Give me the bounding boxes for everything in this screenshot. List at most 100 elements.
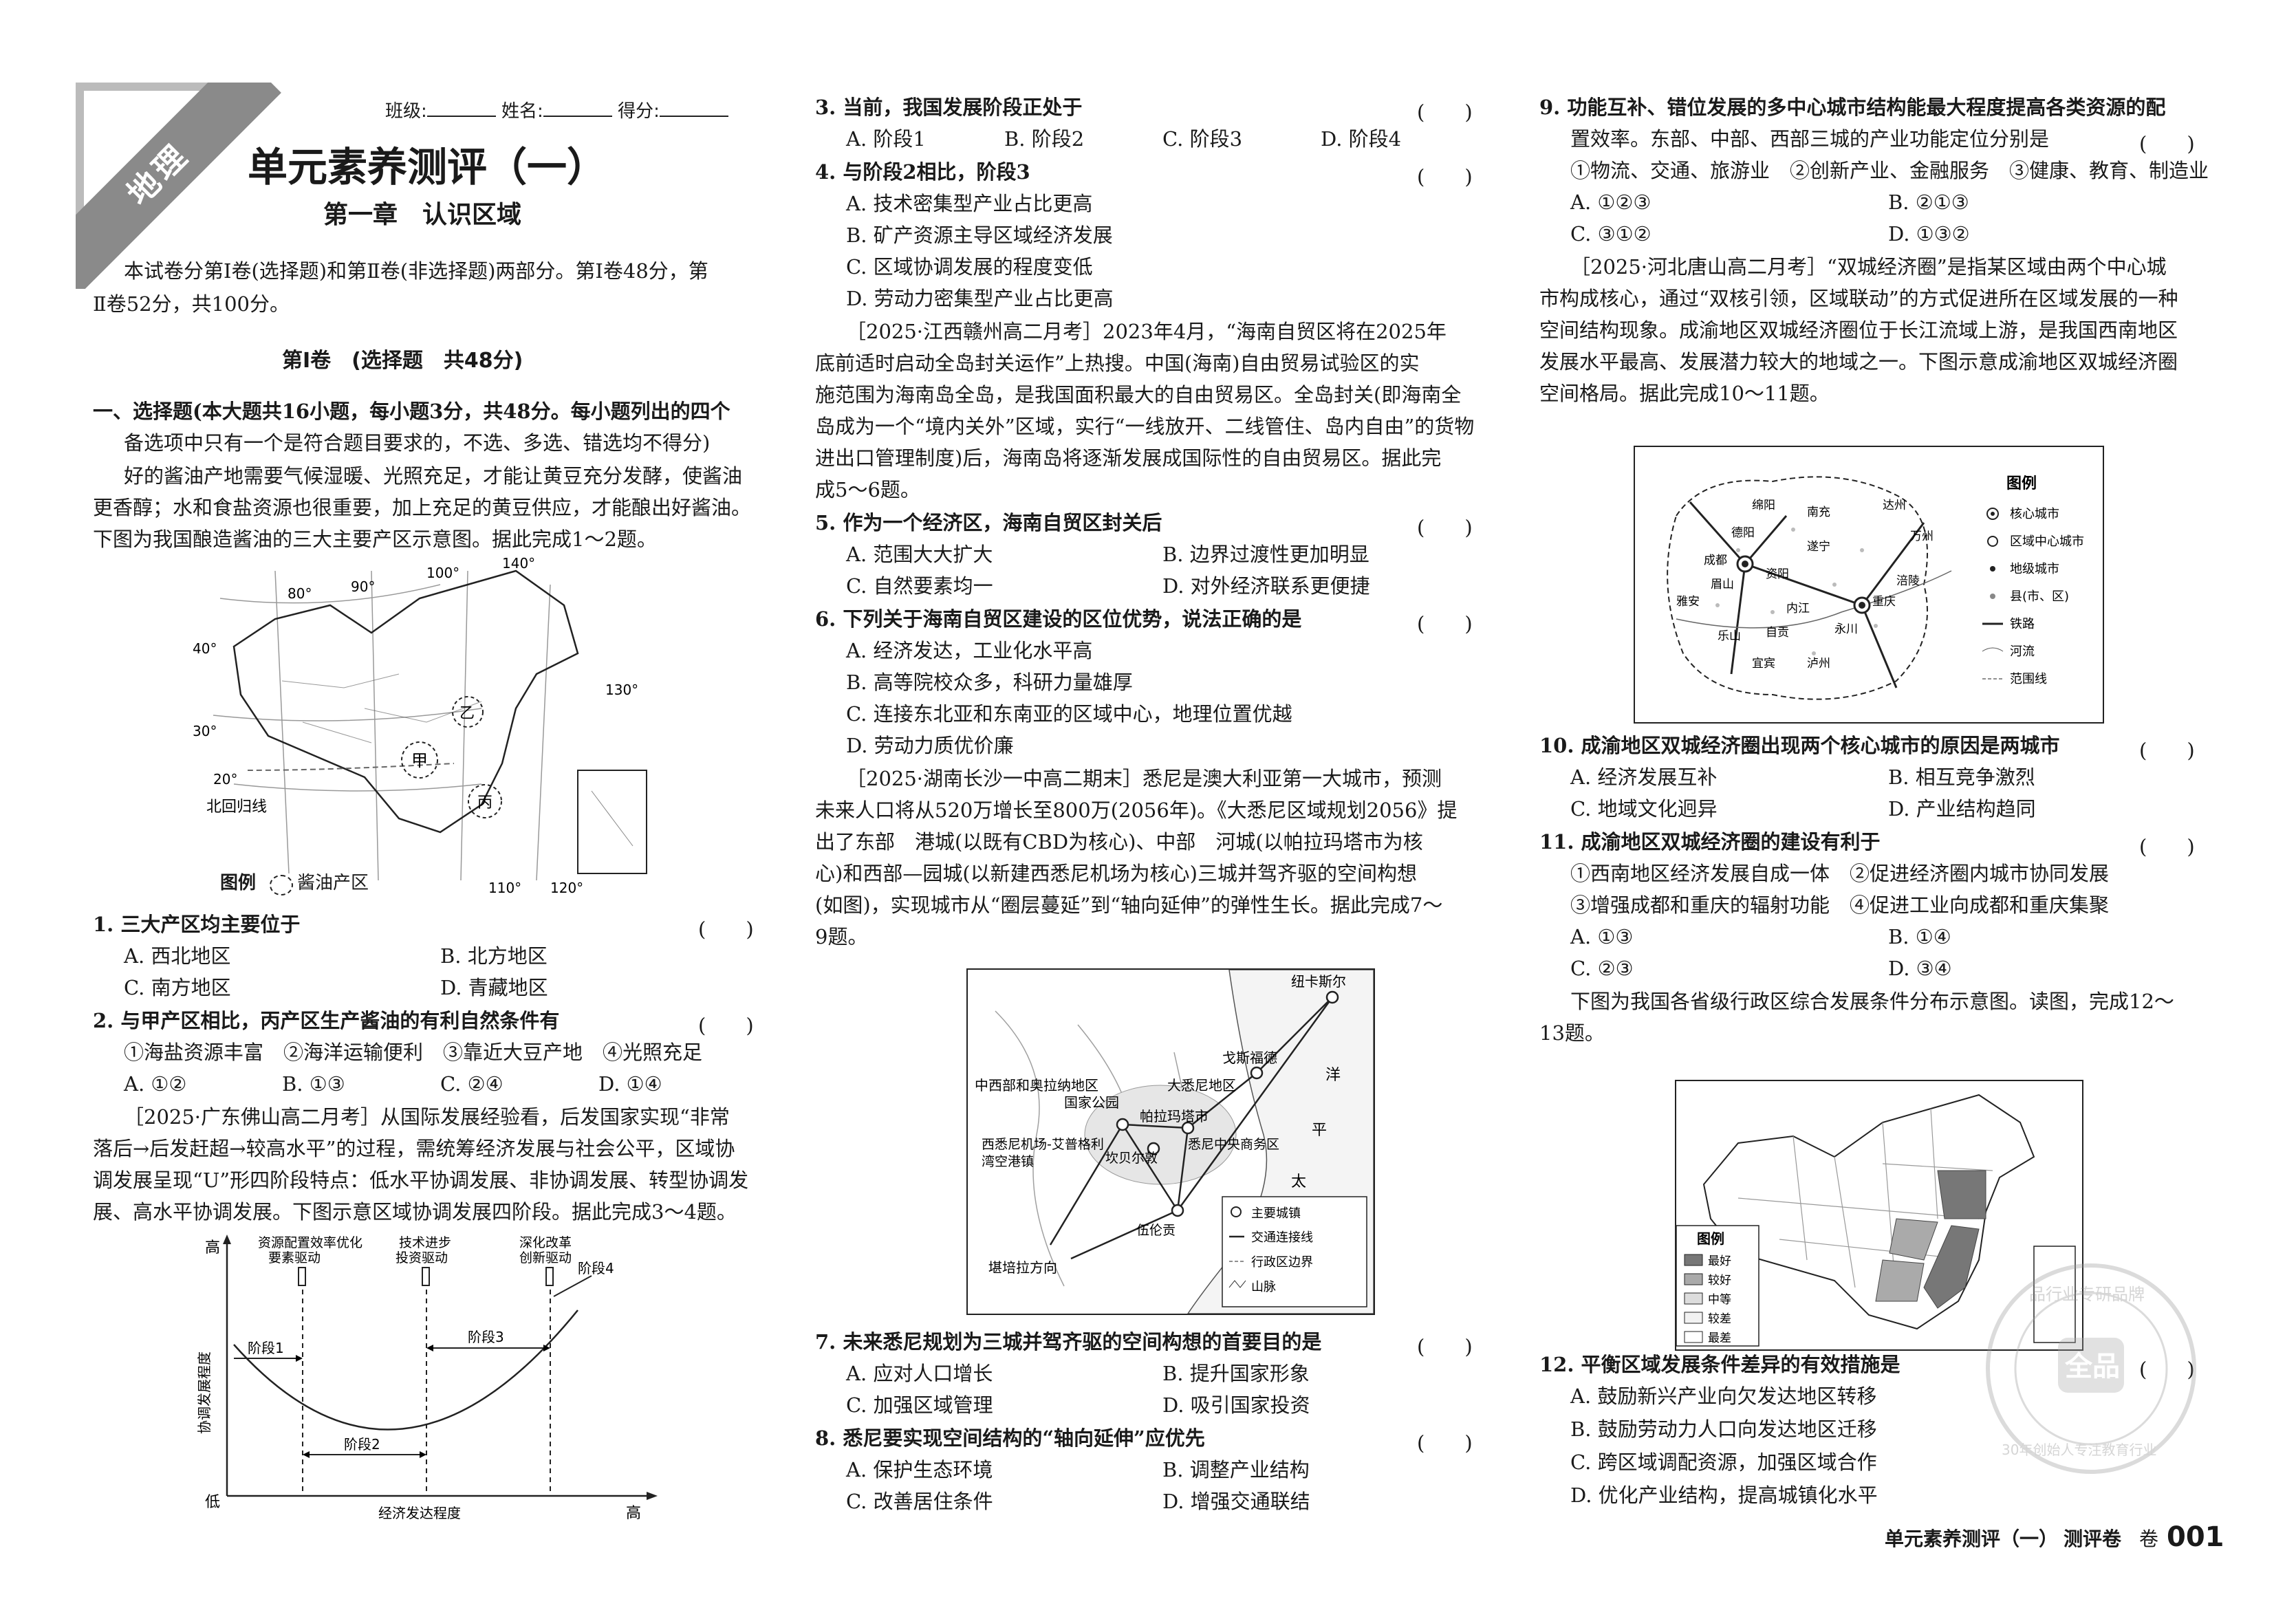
class-label: 班级: (385, 101, 427, 122)
q10-option-d[interactable]: D. 产业结构趋同 (1888, 797, 2036, 821)
q2-option-c[interactable]: C. ②④ (440, 1072, 503, 1096)
passage-1-line-1: 好的酱油产地需要气候湿暖、光照充足，才能让黄豆充分发酵，使酱油 (124, 464, 743, 488)
q3-option-d[interactable]: D. 阶段4 (1321, 127, 1402, 151)
q9-option-b[interactable]: B. ②①③ (1888, 191, 1969, 214)
q12-option-a[interactable]: A. 鼓励新兴产业向欠发达地区转移 (1570, 1384, 1877, 1408)
passage-3-line-6: 成5～6题。 (815, 478, 920, 501)
q7-option-a[interactable]: A. 应对人口增长 (846, 1362, 993, 1385)
q6-option-a[interactable]: A. 经济发达，工业化水平高 (846, 639, 1093, 662)
legend-medium: 中等 (1708, 1293, 1731, 1307)
region-mark-jia: 甲 (411, 751, 428, 770)
passage-3-line-3: 施范围为海南岛全岛，是我国面积最大的自由贸易区。全岛封关(即海南全 (815, 383, 1462, 406)
score-blank[interactable] (659, 116, 728, 117)
q5-option-a[interactable]: A. 范围大大扩大 (846, 543, 993, 566)
q2-option-d[interactable]: D. ①④ (598, 1072, 662, 1096)
q10-option-a[interactable]: A. 经济发展互补 (1570, 765, 1718, 789)
x-axis-label: 经济发达程度 (378, 1505, 461, 1521)
label-ocean-tai: 太 (1291, 1173, 1306, 1191)
answer-paren-5[interactable]: ( ) (1417, 516, 1473, 539)
q7-option-c[interactable]: C. 加强区域管理 (846, 1393, 993, 1417)
legend-good: 较好 (1708, 1274, 1731, 1288)
answer-paren-2[interactable]: ( ) (698, 1014, 754, 1037)
q11-option-b[interactable]: B. ①④ (1888, 925, 1951, 948)
q3-option-c[interactable]: C. 阶段3 (1162, 127, 1243, 151)
q9-option-a[interactable]: A. ①②③ (1570, 191, 1651, 214)
q1-option-c[interactable]: C. 南方地区 (124, 976, 231, 999)
province-development-map: 图例 最好 较好 中等 较差 最差 (1675, 1080, 2083, 1351)
q2-option-b[interactable]: B. ①③ (282, 1072, 345, 1096)
answer-paren-6[interactable]: ( ) (1417, 612, 1473, 635)
y-axis-low: 低 (205, 1494, 220, 1511)
legend-mountain: 山脉 (1251, 1280, 1276, 1294)
stage-3-label: 阶段3 (468, 1329, 504, 1345)
q2-option-a[interactable]: A. ①② (124, 1072, 187, 1096)
city-chongqing: 重庆 (1872, 595, 1896, 609)
q6-option-c[interactable]: C. 连接东北亚和东南亚的区域中心，地理位置优越 (846, 702, 1292, 726)
lon-label-140: 140° (502, 557, 535, 572)
passage-3-line-1: ［2025·江西赣州高二月考］2023年4月，“海南自贸区将在2025年 (846, 320, 1447, 343)
q5-option-d[interactable]: D. 对外经济联系更便捷 (1162, 574, 1370, 598)
q6-option-b[interactable]: B. 高等院校众多，科研力量雄厚 (846, 671, 1133, 694)
question-5: 5. 作为一个经济区，海南自贸区封关后 (815, 511, 1162, 534)
name-blank[interactable] (543, 116, 612, 117)
answer-paren-9[interactable]: ( ) (2139, 132, 2195, 155)
answer-paren-12[interactable]: ( ) (2139, 1358, 2195, 1381)
answer-paren-8[interactable]: ( ) (1417, 1431, 1473, 1455)
city-yaan: 雅安 (1676, 595, 1700, 609)
question-6: 6. 下列关于海南自贸区建设的区位优势，说法正确的是 (815, 607, 1302, 631)
question-10: 10. 成渝地区双城经济圈出现两个核心城市的原因是两城市 (1539, 734, 2060, 757)
q11-option-c[interactable]: C. ②③ (1570, 957, 1634, 980)
q1-option-a[interactable]: A. 西北地区 (124, 944, 231, 968)
q9-option-d[interactable]: D. ①③② (1888, 222, 1970, 246)
legend-best: 最好 (1708, 1254, 1731, 1268)
q12-option-b[interactable]: B. 鼓励劳动力人口向发达地区迁移 (1570, 1417, 1877, 1441)
q8-option-a[interactable]: A. 保护生态环境 (846, 1458, 993, 1481)
q4-option-a[interactable]: A. 技术密集型产业占比更高 (846, 192, 1093, 215)
q4-option-c[interactable]: C. 区域协调发展的程度变低 (846, 255, 1093, 279)
part-instructions-2: 备选项中只有一个是符合题目要求的，不选、多选、错选均不得分) (124, 431, 711, 455)
label-national-park: 国家公园 (1064, 1094, 1119, 1111)
q1-option-d[interactable]: D. 青藏地区 (440, 976, 548, 999)
passage-4-line-2: 未来人口将从520万增长至800万(2056年)。《大悉尼区域规划2056》提 (815, 798, 1458, 822)
label-western-airport: 西悉尼机场-艾普格利 (982, 1137, 1104, 1152)
q7-option-b[interactable]: B. 提升国家形象 (1162, 1362, 1310, 1385)
q1-option-b[interactable]: B. 北方地区 (440, 944, 548, 968)
answer-paren-11[interactable]: ( ) (2139, 835, 2195, 858)
q4-option-d[interactable]: D. 劳动力密集型产业占比更高 (846, 287, 1114, 310)
question-8: 8. 悉尼要实现空间结构的“轴向延伸”应优先 (815, 1426, 1205, 1450)
q5-option-b[interactable]: B. 边界过渡性更加明显 (1162, 543, 1369, 566)
passage-2-line-3: 调发展呈现“U”形四阶段特点：低水平协调发展、非协调发展、转型协调发 (93, 1169, 749, 1192)
passage-1-line-2: 更香醇；水和食盐资源也很重要，加上充足的黄豆供应，才能酿出好酱油。 (93, 496, 752, 519)
city-zigong: 自贡 (1766, 626, 1789, 640)
answer-paren-10[interactable]: ( ) (2139, 739, 2195, 762)
answer-paren-7[interactable]: ( ) (1417, 1335, 1473, 1358)
q4-option-b[interactable]: B. 矿产资源主导区域经济发展 (846, 224, 1113, 247)
q11-option-d[interactable]: D. ③④ (1888, 957, 1952, 980)
answer-paren-4[interactable]: ( ) (1417, 165, 1473, 188)
intro-line-2: Ⅱ卷52分，共100分。 (93, 292, 290, 316)
passage-5-line-3: 空间结构现象。成渝地区双城经济圈位于长江流域上游，是我国西南地区 (1539, 318, 2178, 342)
answer-paren-1[interactable]: ( ) (698, 917, 754, 941)
q10-option-b[interactable]: B. 相互竞争激烈 (1888, 765, 2035, 789)
q3-option-a[interactable]: A. 阶段1 (846, 127, 926, 151)
q5-option-c[interactable]: C. 自然要素均一 (846, 574, 993, 598)
q8-option-d[interactable]: D. 增强交通联结 (1162, 1490, 1310, 1513)
q8-option-c[interactable]: C. 改善居住条件 (846, 1490, 993, 1513)
answer-paren-3[interactable]: ( ) (1417, 100, 1473, 124)
q8-option-b[interactable]: B. 调整产业结构 (1162, 1458, 1310, 1481)
label-wollongong: 伍伦贡 (1136, 1223, 1176, 1238)
q9-option-c[interactable]: C. ③①② (1570, 222, 1651, 246)
question-2: 2. 与甲产区相比，丙产区生产酱油的有利自然条件有 (93, 1009, 560, 1032)
city-wanzhou: 万州 (1910, 530, 1934, 543)
q3-option-b[interactable]: B. 阶段2 (1004, 127, 1085, 151)
q12-option-d[interactable]: D. 优化产业结构，提高城镇化水平 (1570, 1484, 1878, 1507)
q6-option-d[interactable]: D. 劳动力质优价廉 (846, 734, 1014, 757)
q12-option-c[interactable]: C. 跨区域调配资源，加强区域合作 (1570, 1451, 1877, 1474)
class-blank[interactable] (426, 116, 496, 117)
q11-option-a[interactable]: A. ①③ (1570, 925, 1634, 948)
question-12: 12. 平衡区域发展条件差异的有效措施是 (1539, 1353, 1900, 1376)
q10-option-c[interactable]: C. 地域文化迥异 (1570, 797, 1718, 821)
lon-label-130: 130° (605, 682, 638, 698)
passage-4-line-4: 心)和西部—园城(以新建西悉尼机场为核心)三城并驾齐驱的空间构想 (815, 862, 1417, 885)
q7-option-d[interactable]: D. 吸引国家投资 (1162, 1393, 1310, 1417)
